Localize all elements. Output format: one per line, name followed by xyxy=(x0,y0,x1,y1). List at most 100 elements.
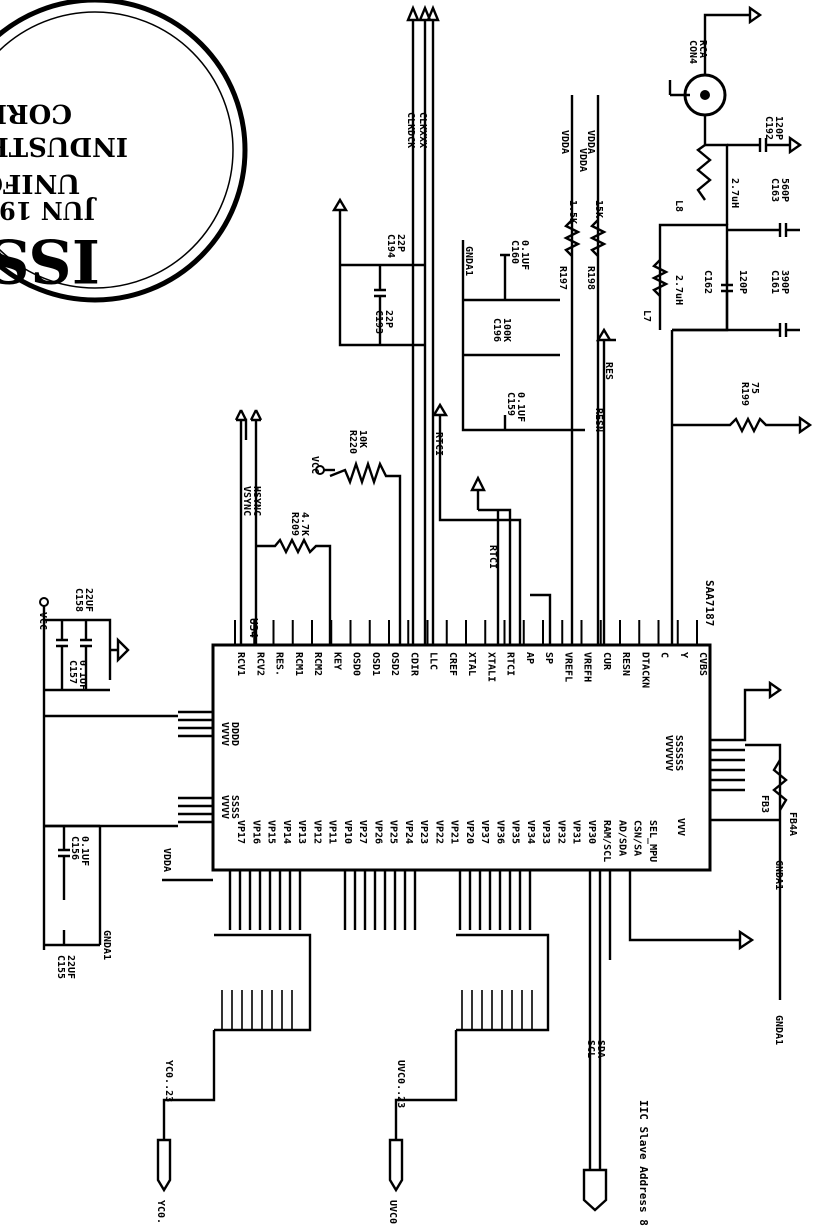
chip-pin-label: DTACKN xyxy=(639,652,650,688)
stamp-line1: UNIFORM xyxy=(0,168,80,198)
clk-label-1: CLKDCK xyxy=(405,112,416,148)
svg-text:2.7uH: 2.7uH xyxy=(673,275,684,305)
resn-label: RESN xyxy=(593,408,604,432)
chip-pin-label: RCV1 xyxy=(235,652,246,676)
chip-pin-label: VP23 xyxy=(418,820,429,844)
svg-text:FB4A: FB4A xyxy=(787,812,798,836)
chip-pin-label: VP14 xyxy=(281,820,292,844)
stamp-line2: INDUSTRIAL xyxy=(0,131,128,161)
chip-part: SAA7187 xyxy=(703,580,716,626)
chip-pin-label: CREF xyxy=(447,652,458,676)
svg-text:C162: C162 xyxy=(702,270,713,294)
chip-pin-label: VP21 xyxy=(449,820,460,844)
chip-pin-label: VP11 xyxy=(327,820,338,844)
chip-pin-label: VP24 xyxy=(403,820,414,844)
chip-pin-label: VP12 xyxy=(311,820,322,844)
chip-pin-label: VP15 xyxy=(266,820,277,844)
chip-pin-label: VP33 xyxy=(540,820,551,844)
chip-pin-label: RCV2 xyxy=(254,652,265,676)
chip-pin-label: VP27 xyxy=(357,820,368,844)
chip-pin-label: XTALI xyxy=(485,652,496,682)
vcc-label-left: VCC xyxy=(37,612,48,630)
chip-pin-label: KEY xyxy=(331,652,342,670)
chip-pin-label: OSD1 xyxy=(370,652,381,676)
chip-pin-label: RESN xyxy=(620,652,631,676)
svg-text:4.7K: 4.7K xyxy=(299,512,310,536)
chip-pin-label: VP32 xyxy=(555,820,566,844)
con-ref: CON4 xyxy=(687,40,698,64)
svg-text:FB3: FB3 xyxy=(759,795,770,813)
svg-text:1.5K: 1.5K xyxy=(567,200,578,224)
chip-pin-label: VP30 xyxy=(586,820,597,844)
svg-text:C193: C193 xyxy=(373,310,384,334)
chip-pin-label: OSD2 xyxy=(389,652,400,676)
svg-text:10K: 10K xyxy=(357,430,368,448)
res-label: RES xyxy=(603,362,614,380)
svg-text:C159: C159 xyxy=(505,392,516,416)
svg-text:R220: R220 xyxy=(347,430,358,454)
chip-pin-label: SEL_MPU xyxy=(647,820,658,862)
svg-text:C157: C157 xyxy=(67,660,78,684)
svg-text:C192: C192 xyxy=(763,116,774,140)
gnd-label-left: GNDA1 xyxy=(101,930,112,960)
chip-pin-label: CSN/SA xyxy=(632,820,643,856)
chip-pin-label: VP35 xyxy=(510,820,521,844)
chip-pin-label: VP10 xyxy=(342,820,353,844)
chip-pin-label: RAM/SCL xyxy=(601,820,612,862)
svg-text:R199: R199 xyxy=(739,382,750,406)
svg-text:R197: R197 xyxy=(557,266,568,290)
svg-text:C155: C155 xyxy=(55,955,66,979)
svg-text:100K: 100K xyxy=(501,318,512,342)
svg-text:R209: R209 xyxy=(289,512,300,536)
chip-pin-label: VP17 xyxy=(235,820,246,844)
chip-pin-label: C xyxy=(659,652,670,658)
y-bus-label: YC0..23 xyxy=(163,1060,174,1102)
svg-text:DDDD: DDDD xyxy=(229,722,240,746)
clk-label-2: CLKXXX xyxy=(417,112,428,148)
chip-pin-label: VP13 xyxy=(296,820,307,844)
chip-pin-label: VP34 xyxy=(525,820,536,844)
svg-text:C160: C160 xyxy=(509,240,520,264)
gnd-label-bottom: GNDA1 xyxy=(773,1015,784,1045)
chip-pin-label: VREFH xyxy=(582,652,593,682)
svg-text:C158: C158 xyxy=(73,588,84,612)
svg-text:0.1UF: 0.1UF xyxy=(77,660,88,690)
uv-bus-label: UVC0..23 xyxy=(395,1060,406,1108)
svg-text:15K: 15K xyxy=(593,200,604,218)
svg-text:C163: C163 xyxy=(769,178,780,202)
gnd-label-top: GNDA1 xyxy=(463,246,474,276)
chip-pin-label: CDIR xyxy=(408,652,419,677)
vdda-label-2: VDDA xyxy=(559,130,570,154)
svg-text:0.1UF: 0.1UF xyxy=(519,240,530,270)
rtci-mid-label: RTCI xyxy=(487,545,498,569)
svg-text:120P: 120P xyxy=(737,270,748,294)
svg-text:R198: R198 xyxy=(585,266,596,290)
svg-text:2.7uH: 2.7uH xyxy=(729,178,740,208)
chip-pin-label: Y xyxy=(678,652,689,658)
vdda-label-left: VDDA xyxy=(161,848,172,872)
svg-text:22UF: 22UF xyxy=(65,955,76,979)
chip-u34: U34 SAA7187 RCV1RCV2RES.RCM1RCM2KEYOSD0O… xyxy=(211,580,716,872)
chip-pin-label: RCM2 xyxy=(312,652,323,676)
chip-pin-label: VP25 xyxy=(388,820,399,844)
svg-text:22UF: 22UF xyxy=(83,588,94,612)
stamp-word: ISSU xyxy=(0,225,100,295)
power-decoupling-left: VCC C158 22UF C157 0.1UF C156 0.1UF C155… xyxy=(37,588,213,979)
svg-text:RCA: RCA xyxy=(697,40,708,58)
svg-text:VVVVVV: VVVVVV xyxy=(663,735,674,771)
chip-pin-label: VREFL xyxy=(562,652,573,682)
svg-text:0.1UF: 0.1UF xyxy=(79,836,90,866)
svg-text:C161: C161 xyxy=(769,270,780,294)
chip-pin-label: AD/SDA xyxy=(616,820,627,856)
hsync-label: HSYNC xyxy=(251,486,262,516)
vdd-pin-stack: VVVV DDDD VVVV SSSS VVVVVV SSSSSS VVV xyxy=(219,722,686,836)
svg-text:22P: 22P xyxy=(383,310,394,328)
vsync-label: VSYNC xyxy=(241,486,252,516)
svg-text:L8: L8 xyxy=(673,200,684,212)
sda-label: SDA xyxy=(595,1040,606,1058)
chip-pin-label: VP31 xyxy=(571,820,582,844)
svg-text:C196: C196 xyxy=(491,318,502,342)
svg-text:0.1UF: 0.1UF xyxy=(515,392,526,422)
